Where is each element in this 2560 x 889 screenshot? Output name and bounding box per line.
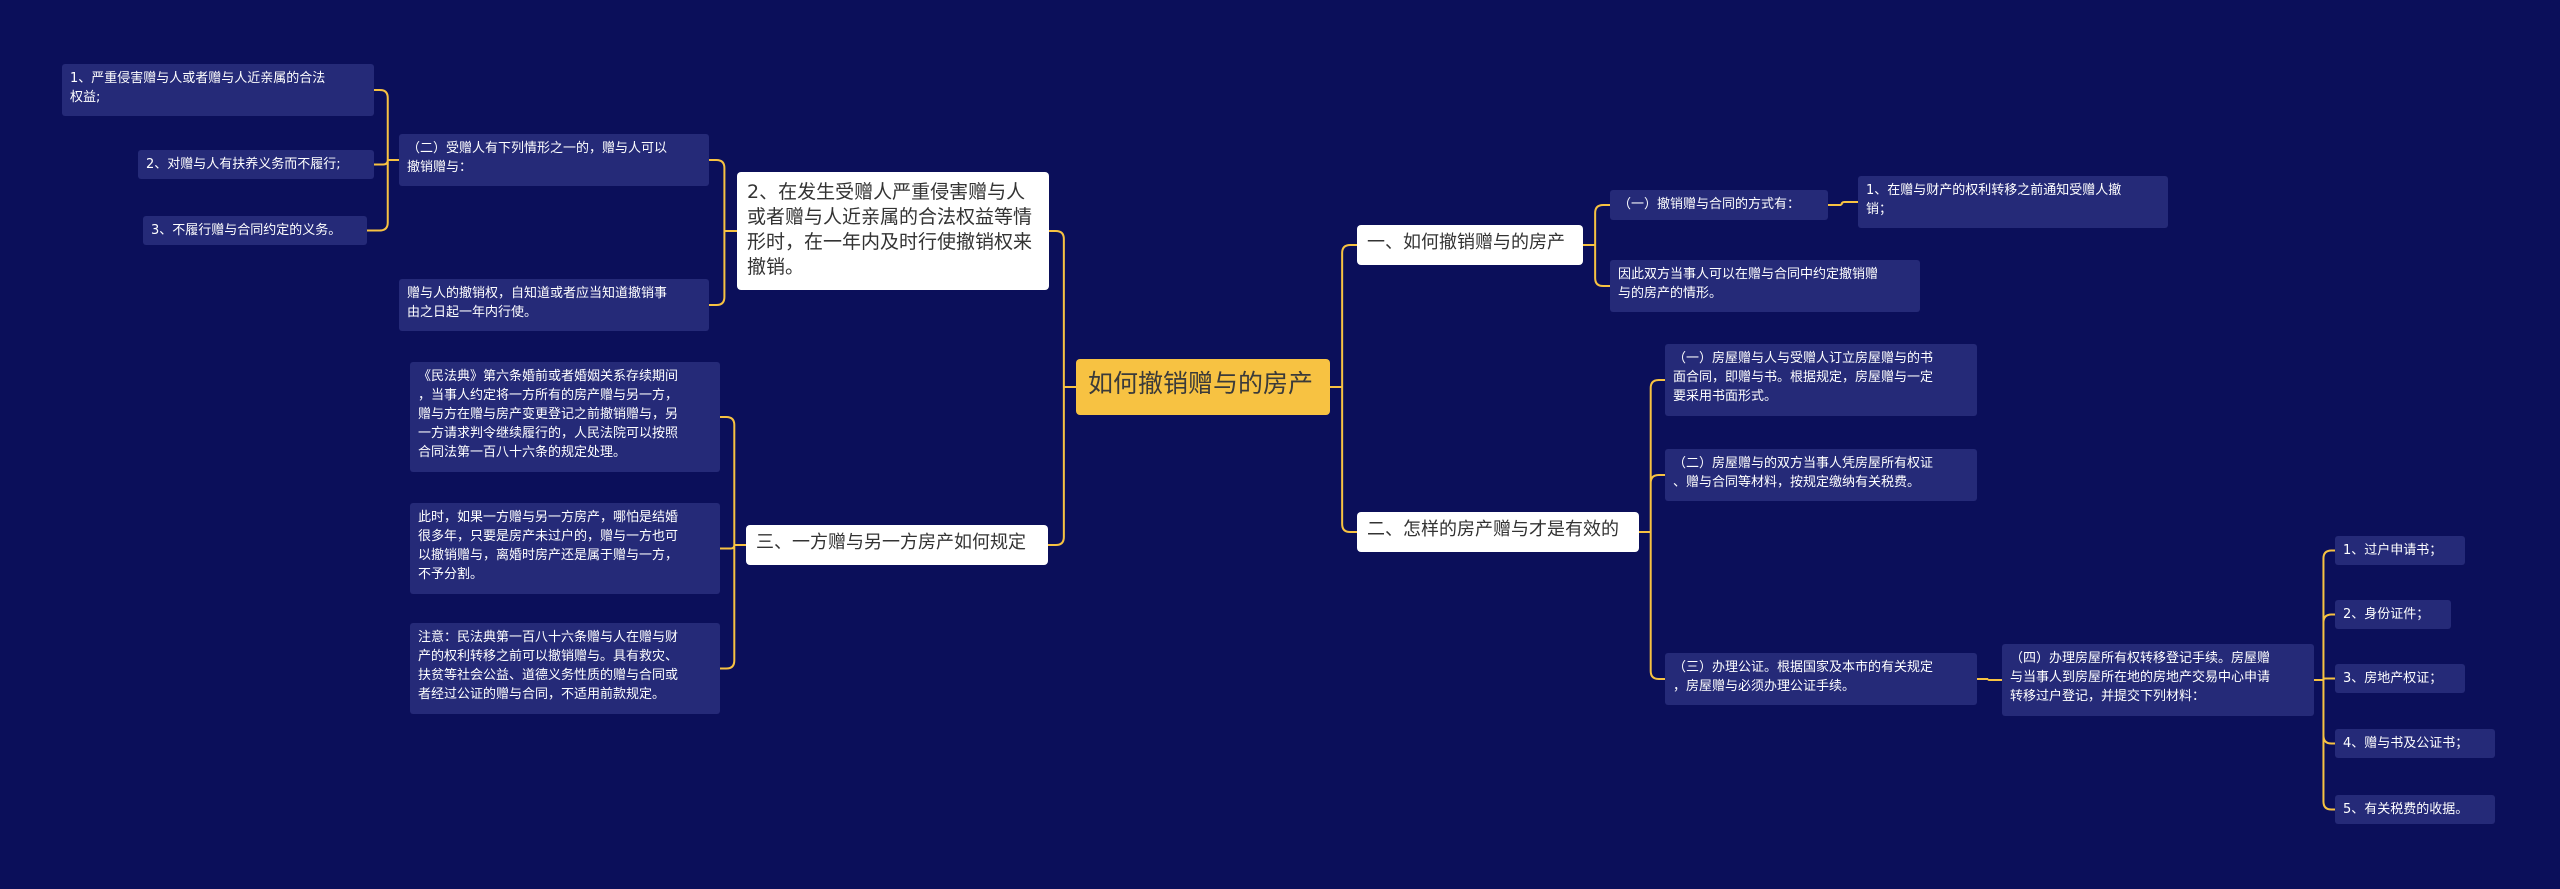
- connector-line: [720, 416, 746, 670]
- branch-revoke-within-year[interactable]: 2、在发生受赠人严重侵害赠与人 或者赠与人近亲属的合法权益等情 形时，在一年内及…: [737, 172, 1049, 290]
- spouse-gift-note[interactable]: 此时，如果一方赠与另一方房产，哪怕是结婚 很多年，只要是房产未过户的，赠与一方也…: [410, 503, 720, 594]
- connector-line: [1048, 230, 1076, 546]
- connector-line: [1330, 244, 1357, 533]
- revoke-method-notify[interactable]: 1、在赠与财产的权利转移之前通知受赠人撤 销；: [1858, 176, 2168, 228]
- branch-spouse-gift[interactable]: 三、一方赠与另一方房产如何规定: [746, 525, 1048, 565]
- root-topic[interactable]: 如何撤销赠与的房产: [1076, 359, 1330, 415]
- revoke-conditions[interactable]: （二）受赠人有下列情形之一的，赠与人可以 撤销赠与：: [399, 134, 709, 186]
- condition-item[interactable]: 3、不履行赠与合同约定的义务。: [143, 216, 367, 245]
- revoke-methods[interactable]: （一）撤销赠与合同的方式有：: [1610, 190, 1828, 220]
- material-item[interactable]: 4、赠与书及公证书；: [2335, 729, 2495, 758]
- revocation-right-period[interactable]: 赠与人的撤销权，自知道或者应当知道撤销事 由之日起一年内行使。: [399, 279, 709, 331]
- material-item[interactable]: 2、身份证件；: [2335, 600, 2451, 629]
- valid-gift-step-1[interactable]: （一）房屋赠与人与受赠人订立房屋赠与的书 面合同，即赠与书。根据规定，房屋赠与一…: [1665, 344, 1977, 416]
- civil-code-caution[interactable]: 注意：民法典第一百八十六条赠与人在赠与财 产的权利转移之前可以撤销赠与。具有救灾…: [410, 623, 720, 714]
- valid-gift-step-2[interactable]: （二）房屋赠与的双方当事人凭房屋所有权证 、赠与合同等材料，按规定缴纳有关税费。: [1665, 449, 1977, 501]
- valid-gift-step-3[interactable]: （三）办理公证。根据国家及本市的有关规定 ，房屋赠与必须办理公证手续。: [1665, 653, 1977, 705]
- condition-item[interactable]: 2、对赠与人有扶养义务而不履行;: [138, 150, 374, 179]
- valid-gift-step-4[interactable]: （四）办理房屋所有权转移登记手续。房屋赠 与当事人到房屋所在地的房地产交易中心申…: [2002, 644, 2314, 716]
- connector-line: [1977, 678, 2002, 681]
- material-item[interactable]: 5、有关税费的收据。: [2335, 795, 2495, 824]
- connector-line: [367, 89, 399, 232]
- branch-valid-gift[interactable]: 二、怎样的房产赠与才是有效的: [1357, 512, 1639, 552]
- connector-line: [1583, 204, 1610, 287]
- connector-line: [1828, 201, 1858, 206]
- material-item[interactable]: 1、过户申请书；: [2335, 536, 2465, 565]
- condition-item[interactable]: 1、严重侵害赠与人或者赠与人近亲属的合法 权益;: [62, 64, 374, 116]
- connector-line: [2314, 549, 2335, 811]
- civil-code-article[interactable]: 《民法典》第六条婚前或者婚姻关系存续期间 ，当事人约定将一方所有的房产赠与另一方…: [410, 362, 720, 472]
- connector-line: [1639, 379, 1665, 680]
- connector-line: [709, 159, 737, 306]
- branch-how-to-revoke[interactable]: 一、如何撤销赠与的房产: [1357, 225, 1583, 265]
- revoke-contract-clause[interactable]: 因此双方当事人可以在赠与合同中约定撤销赠 与的房产的情形。: [1610, 260, 1920, 312]
- material-item[interactable]: 3、房地产权证；: [2335, 664, 2465, 693]
